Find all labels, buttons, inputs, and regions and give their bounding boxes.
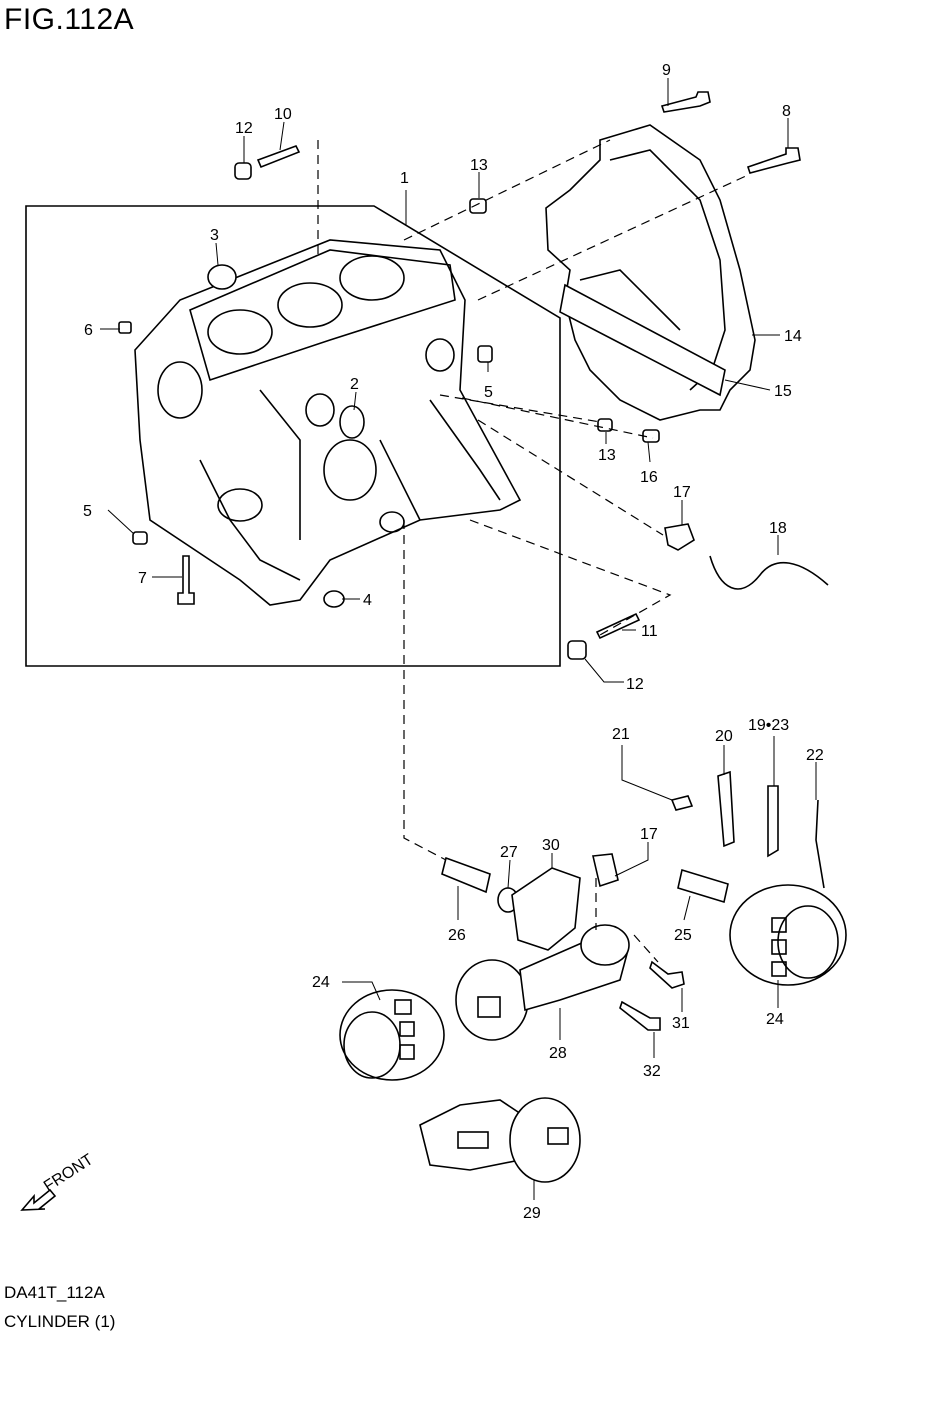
callout-20: 20 [715,728,733,745]
bolt-32 [619,1000,661,1031]
callout-27: 27 [500,844,518,861]
front-direction-indicator: FRONT [20,1151,97,1211]
callout-15: 15 [774,383,792,400]
callout-12b: 12 [626,676,644,693]
bracket-20 [717,770,735,848]
callout-17a: 17 [673,484,691,501]
callout-29: 29 [523,1205,541,1222]
callout-24b: 24 [766,1011,784,1028]
callout-11: 11 [641,623,658,640]
plug-6 [118,321,132,334]
leader-10 [279,121,285,151]
leader-27 [507,859,511,889]
callout-5a: 5 [484,384,493,401]
leader-17b [614,842,649,877]
callout-31: 31 [672,1015,690,1032]
bolt-31 [649,960,685,989]
callout-30: 30 [542,837,560,854]
callout-25: 25 [674,927,692,944]
oil-filter-24-left [339,989,445,1081]
leader-21 [621,745,673,801]
callout-17b: 17 [640,826,658,843]
front-arrow-icon [20,1188,57,1211]
nut-12-top [234,162,252,180]
leader-12b [584,658,624,683]
diagram-name: CYLINDER (1) [4,1312,116,1331]
callout-10: 10 [274,106,292,123]
leader-5b [107,509,135,535]
union-26 [441,856,491,894]
callout-13a: 13 [470,157,488,174]
callout-32: 32 [643,1063,661,1080]
cylinder-block [134,239,522,606]
sensor-17-top [664,523,695,551]
callout-18: 18 [769,520,787,537]
filter-stand-28 [455,924,630,1041]
bolt-21 [670,795,694,811]
callout-26: 26 [448,927,466,944]
leader-2 [353,391,357,411]
leader-16 [647,441,651,463]
pipe-22 [815,799,825,889]
plug-5-left [132,531,148,545]
gasket-15 [559,283,726,397]
union-25 [677,868,729,904]
bolt-7 [177,555,195,605]
cap-13-top [469,198,487,214]
wire-18 [709,555,829,590]
callout-21: 21 [612,726,630,743]
bolt-9 [660,91,711,113]
callout-8: 8 [782,103,791,120]
callout-6: 6 [84,322,93,339]
switch-17-bottom [592,853,619,888]
stud-10 [256,145,301,169]
callout-7: 7 [138,570,147,587]
callout-19-23: 19•23 [748,717,789,734]
callout-1: 1 [400,170,409,187]
callout-28: 28 [549,1045,567,1062]
callout-9: 9 [662,62,671,79]
callout-13b: 13 [598,447,616,464]
leader-24a [342,981,381,1001]
filter-stand-29 [419,1097,581,1183]
leader-15 [724,379,771,391]
plug-5-top [477,345,493,363]
bracket-19-23 [767,785,779,858]
callout-2: 2 [350,376,359,393]
diagram-code: DA41T_112A [4,1283,105,1302]
plug-4 [323,590,345,608]
cylinder-block-inset-frame [25,205,561,667]
oil-filter-24-right [729,884,847,986]
plate-14 [545,124,756,421]
callout-5b: 5 [83,503,92,520]
front-label: FRONT [41,1151,97,1195]
callout-22: 22 [806,747,824,764]
figure-title: FIG.112A [4,3,135,36]
callout-12a: 12 [235,120,253,137]
leader-3 [215,242,219,266]
leader-25 [683,895,691,921]
bolt-8 [746,147,801,174]
nut-12-bottom [567,640,587,660]
callout-14: 14 [784,328,802,345]
gasket-30 [511,867,581,951]
callout-24a: 24 [312,974,330,991]
plug-3 [207,264,237,290]
callout-16: 16 [640,469,658,486]
cap-13-right [597,418,613,432]
callout-4: 4 [363,592,372,609]
stud-11 [595,612,641,640]
callout-3: 3 [210,227,219,244]
plug-2 [339,405,365,439]
